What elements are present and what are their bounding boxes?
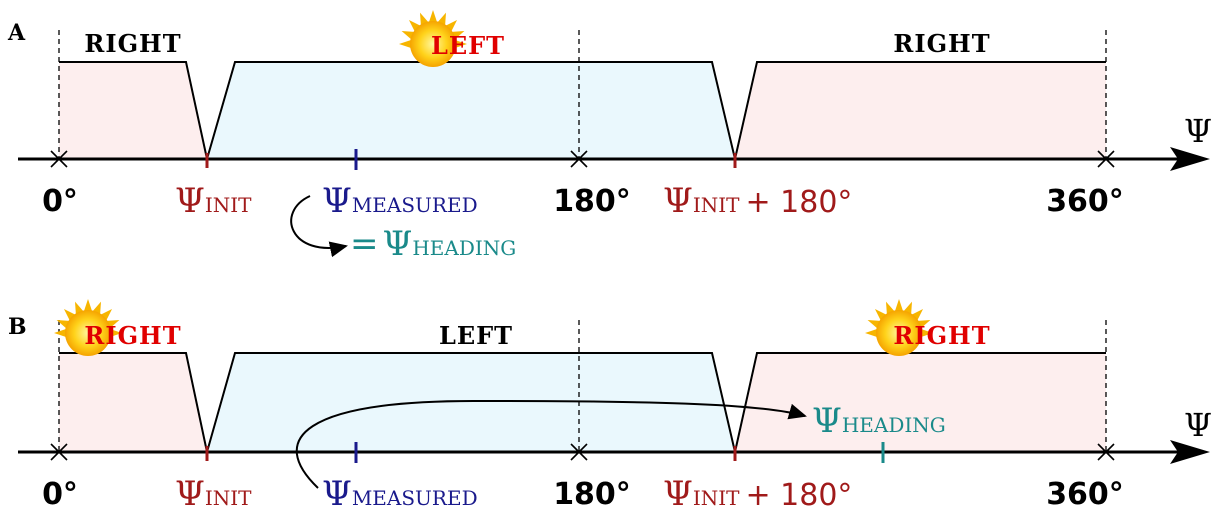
psi-init-plus-180-label: ΨINIT+ 180° [663,474,852,511]
region-label-right-2: RIGHT [893,321,990,350]
psi-init-plus-180-label: ΨINIT+ 180° [663,181,852,221]
tick-label-360: 360° [1046,477,1124,511]
tick-label-0: 0° [42,477,78,511]
axis-symbol: Ψ [1184,406,1212,444]
sensitivity-profile [59,352,1106,453]
psi-measured-label: ΨMEASURED [322,474,478,511]
tick-label-0: 0° [42,184,78,219]
region-label-left: LEFT [439,321,513,350]
right-region-left [59,353,207,452]
tick-label-180: 180° [553,477,631,511]
equals-arrow [290,195,348,258]
tick-label-360: 360° [1046,184,1124,219]
region-label-right: RIGHT [84,29,181,58]
region-label-right: RIGHT [84,321,181,350]
panel-letter: A [7,20,26,46]
tick-label-180: 180° [553,184,631,219]
left-region [207,62,735,159]
psi-init-label: ΨINIT [175,181,252,221]
region-label-left: LEFT [431,31,505,60]
panel-letter: B [8,314,27,340]
axis-symbol: Ψ [1184,112,1212,150]
cross-markers [50,150,1115,168]
psi-heading-label: ΨHEADING [812,401,946,441]
psi-measured-label: ΨMEASURED [322,181,478,221]
sensitivity-profile [59,61,1106,160]
heading-arrow [295,399,807,489]
psi-init-label: ΨINIT [175,474,252,511]
left-region [207,353,735,452]
cross-markers [50,443,1115,461]
region-label-right-2: RIGHT [893,29,990,58]
axis-arrowhead [1170,147,1210,171]
axis-arrowhead [1170,440,1210,464]
right-region-right [735,353,1106,452]
panel-b: B RIGHT LEFT RIGHT Ψ 0° 180° 360° ΨINIT [8,299,1212,511]
right-region-right [735,62,1106,159]
right-region-left [59,62,207,159]
panel-a: A RIGHT LEFT RIGHT Ψ 0° 18 [7,10,1212,264]
psi-heading-label: =ΨHEADING [350,224,516,264]
